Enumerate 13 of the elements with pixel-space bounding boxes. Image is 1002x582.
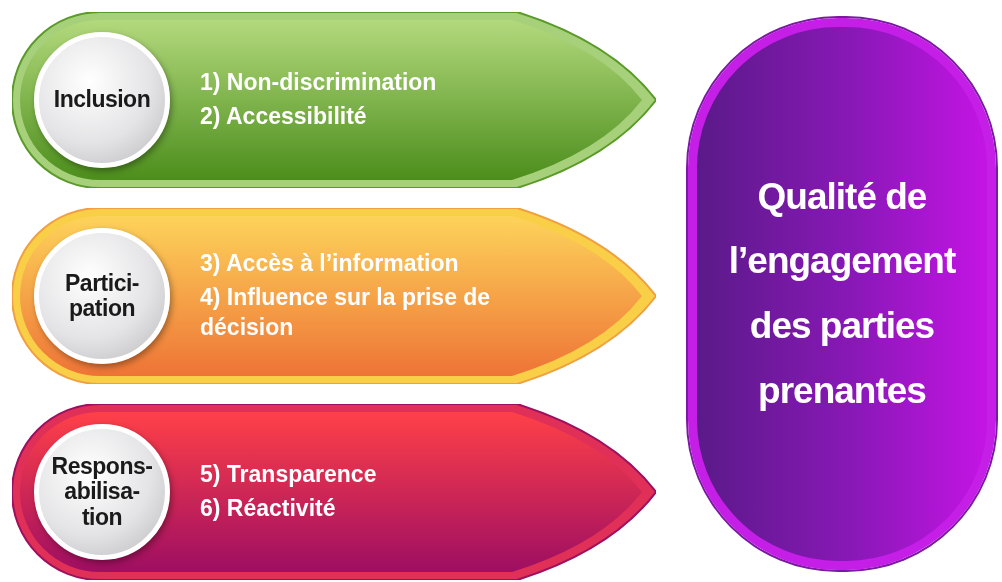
arrow-band (12, 404, 656, 580)
arrow-band (12, 208, 656, 384)
arrow-band (12, 12, 656, 188)
item-text: 4) Influence sur la prise de décision (200, 283, 492, 342)
item-text: 3) Accès à l’information (200, 249, 460, 279)
item-text: 5) Transparence (200, 460, 378, 490)
circle-label: Inclusion (52, 87, 152, 113)
circle-label: Respons- abilisa- tion (50, 454, 154, 530)
item-text: 6) Réactivité (200, 494, 337, 523)
item-text: 1) Non-discrimination (200, 68, 438, 98)
item-text: 2) Accessibilité (200, 102, 368, 131)
circle-label: Partici- pation (64, 270, 140, 322)
pill-title: Qualité de l’engagement des parties prenantes (727, 174, 957, 413)
